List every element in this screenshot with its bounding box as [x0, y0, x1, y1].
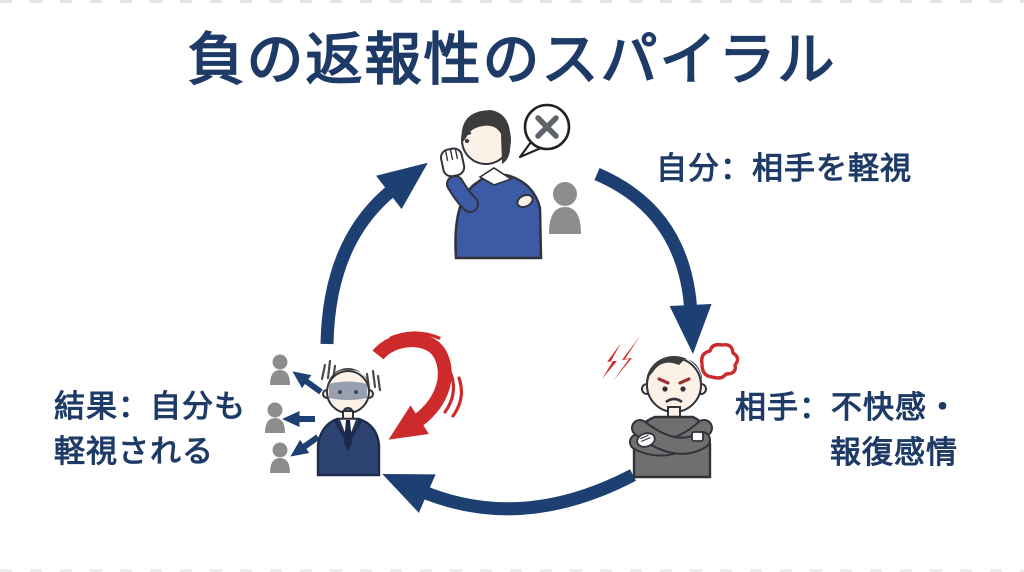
eye — [680, 386, 686, 392]
x-mark-icon — [535, 115, 559, 139]
hair — [646, 356, 702, 383]
eye — [662, 386, 668, 392]
hair-back-view — [461, 110, 511, 164]
red-swoop-arrow — [372, 333, 452, 440]
dejected-man-figure — [316, 368, 381, 477]
label-other-line2: 報復感情 — [830, 435, 958, 470]
arrow-self-to-other — [594, 168, 712, 354]
eyebrow — [463, 131, 472, 137]
suit-lapels — [333, 419, 363, 444]
eye — [338, 390, 342, 394]
sleeve-cuff — [691, 431, 704, 442]
gloom-shadow-over-eyes — [329, 381, 367, 400]
label-self-text: 自分：相手を軽視 — [656, 151, 912, 186]
eye — [354, 390, 358, 394]
person-silhouette-icon — [270, 442, 290, 473]
frown-mouth — [665, 397, 683, 404]
blue-sweater-body — [454, 171, 543, 260]
disregard-arrow — [292, 371, 323, 395]
speech-bubble-x-icon — [518, 103, 571, 159]
necktie — [344, 420, 352, 451]
hand-behind-back — [516, 193, 534, 209]
illustration-result-disregarded — [255, 330, 490, 480]
anger-lightning-icon — [602, 336, 640, 381]
label-self-disregards: 自分：相手を軽視 — [656, 146, 912, 191]
person-silhouette-icon — [270, 354, 290, 385]
label-result-line1: 結果：自分も — [54, 389, 246, 424]
sad-mouth — [343, 407, 353, 411]
label-other-resentment: 相手：不快感・ 報復感情 — [735, 385, 959, 475]
angry-eyebrow — [657, 377, 670, 385]
label-result-line2: 軽視される — [54, 434, 214, 469]
red-swoop-arrow-icon — [372, 331, 464, 440]
tucked-hand — [636, 432, 656, 448]
arrow-result-to-self — [320, 162, 428, 345]
cropped-content-artifact-top — [0, 0, 1024, 3]
raised-palm-hand — [440, 147, 466, 178]
person-silhouette-icon — [265, 402, 285, 433]
angry-man-figure — [629, 356, 713, 479]
cropped-content-artifact-bottom — [0, 569, 1024, 572]
dismissing-man-figure — [440, 110, 543, 260]
arrow-other-to-result — [382, 469, 637, 516]
shirt-collar — [478, 167, 513, 186]
disregard-arrow — [290, 434, 320, 457]
raised-arm — [448, 177, 477, 211]
disregarded-person-silhouette-icon — [549, 182, 581, 234]
angry-eyebrow — [678, 377, 691, 385]
eye — [465, 139, 469, 143]
label-other-line1: 相手：不快感・ — [735, 390, 959, 425]
speed-lines — [389, 331, 464, 418]
page-title: 負の返報性のスパイラル — [187, 28, 837, 92]
illustration-self-dismissing — [398, 98, 628, 263]
steam-puff-icon — [699, 342, 740, 380]
label-result-disregarded: 結果：自分も 軽視される — [54, 384, 246, 474]
illustration-other-angry — [598, 332, 748, 482]
